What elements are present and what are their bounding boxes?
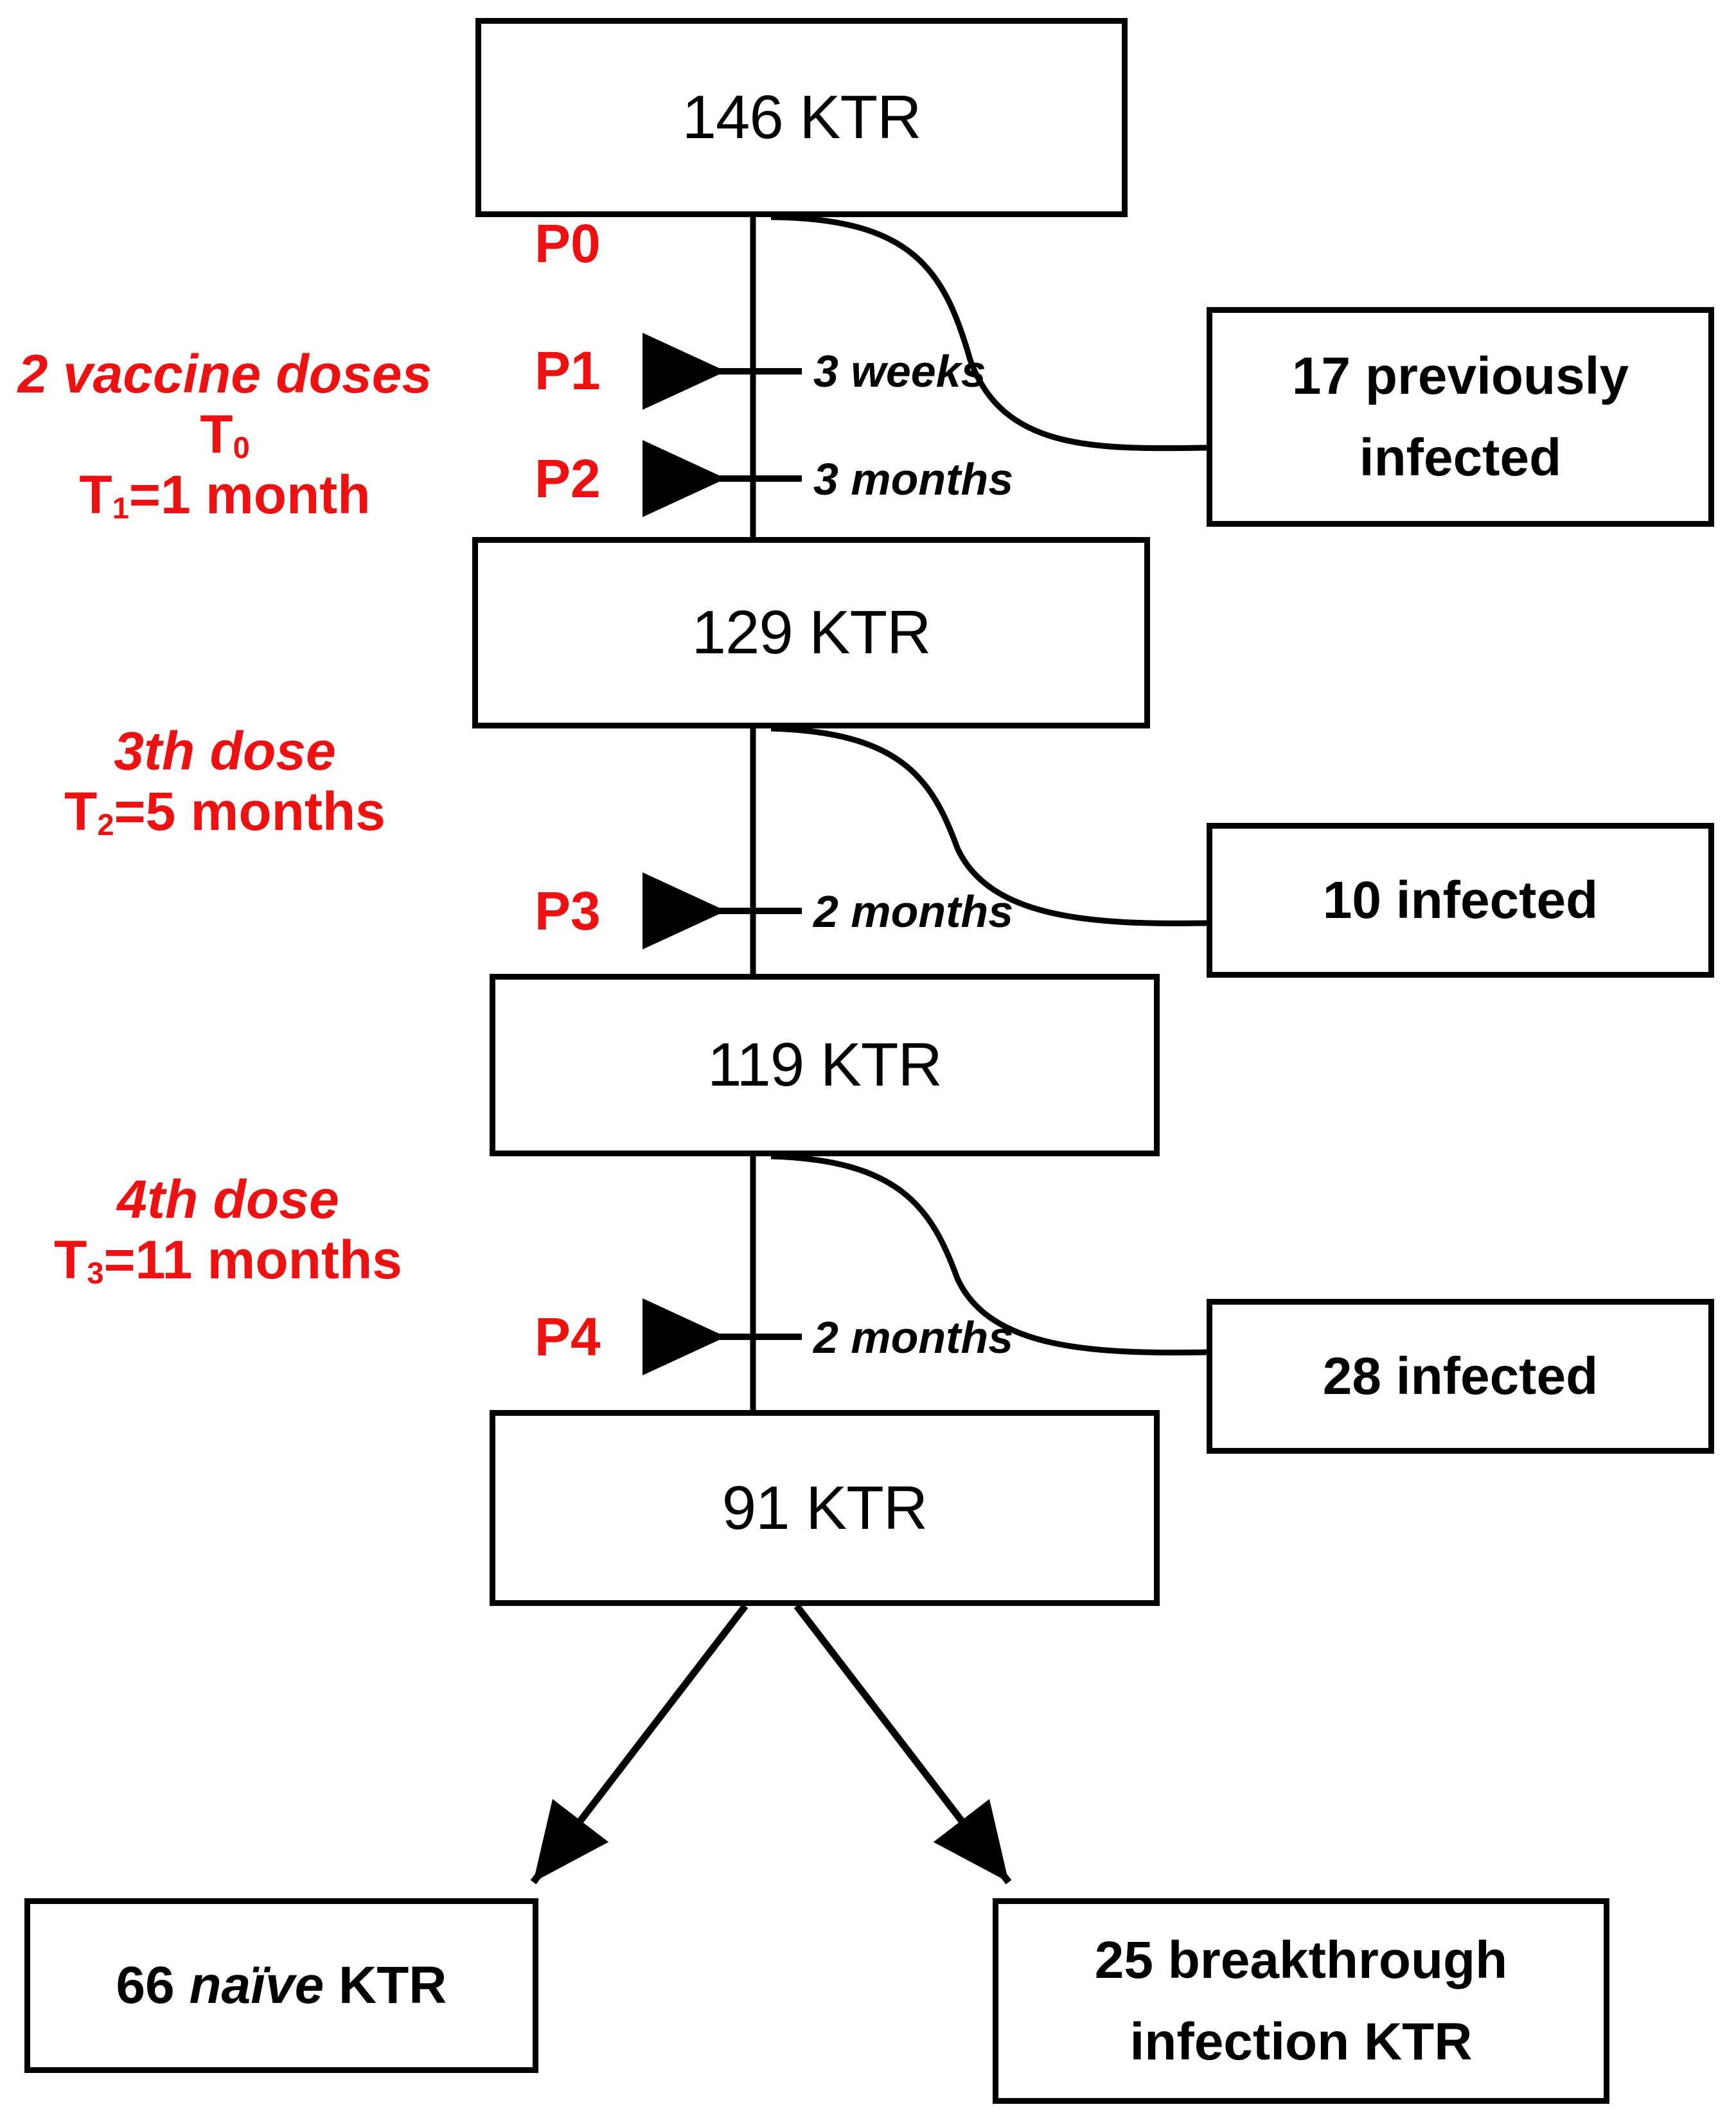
stage-label-dose-2: 3th dose	[114, 721, 336, 781]
fork-arrow-left	[530, 1603, 748, 1885]
node-119-ktr-label: 119 KTR	[707, 1030, 943, 1099]
stage-label-t3: T3=11 months	[54, 1230, 402, 1291]
stage-label-t2-sub: 2	[97, 807, 114, 842]
timepoint-p3-text: P3	[535, 881, 601, 941]
interval-2-months-p4-text: 2 months	[813, 1312, 1014, 1362]
node-119-ktr[interactable]: 119 KTR	[490, 974, 1160, 1156]
interval-label-3-weeks: 3 weeks	[813, 346, 986, 397]
fork-arrow-right	[793, 1603, 1012, 1885]
stage-label-dose-1: 2 vaccine doses	[17, 344, 432, 404]
timepoint-label-p0: P0	[535, 213, 644, 274]
stage-label-dose-3: 4th dose	[117, 1169, 339, 1230]
timepoint-p1-text: P1	[535, 340, 601, 401]
timepoint-p0-text: P0	[535, 213, 601, 274]
node-28-infected-label: 28 infected	[1322, 1346, 1599, 1406]
stage-label-t1: T1=1 month	[79, 464, 371, 525]
interval-2-months-p3-text: 2 months	[813, 886, 1014, 937]
stage-label-t0-sub: 0	[233, 430, 250, 464]
node-10-infected[interactable]: 10 infected	[1207, 823, 1714, 978]
node-91-ktr[interactable]: 91 KTR	[490, 1410, 1160, 1606]
stage-label-4th-dose: 4th dose T3=11 months	[6, 1169, 450, 1290]
stage-label-2-vaccine-doses: 2 vaccine doses T0 T1=1 month	[6, 344, 443, 525]
timepoint-label-p4: P4	[535, 1307, 644, 1367]
node-129-ktr[interactable]: 129 KTR	[472, 537, 1150, 728]
node-66-suffix: KTR	[324, 1956, 447, 2015]
node-17-line2: infected	[1359, 428, 1562, 487]
node-17-line1: 17 previously	[1291, 346, 1629, 405]
node-25-line1: 25 breakthrough	[1094, 1930, 1508, 1989]
curve-to-17-previously-infected	[770, 214, 1207, 452]
timepoint-p2-text: P2	[535, 448, 601, 509]
timepoint-label-p3: P3	[535, 881, 644, 941]
timepoint-p4-text: P4	[535, 1307, 601, 1367]
node-28-infected[interactable]: 28 infected	[1207, 1299, 1714, 1454]
interval-label-2-months-p3: 2 months	[813, 886, 1013, 937]
node-146-ktr[interactable]: 146 KTR	[475, 18, 1128, 217]
interval-label-3-months: 3 months	[813, 454, 1013, 505]
node-91-ktr-label: 91 KTR	[722, 1473, 928, 1542]
node-10-infected-label: 10 infected	[1322, 870, 1599, 930]
node-66-italic-word: naïve	[189, 1956, 324, 2015]
interval-3-weeks-text: 3 weeks	[813, 346, 986, 396]
node-25-line2: infection KTR	[1129, 2013, 1473, 2071]
node-25-breakthrough-label: 25 breakthrough infection KTR	[998, 1919, 1604, 2083]
timepoint-label-p1: P1	[535, 340, 644, 401]
node-66-naive-ktr-label: 66 naïve KTR	[30, 1944, 533, 2026]
timepoint-label-p2: P2	[535, 448, 644, 509]
node-146-ktr-label: 146 KTR	[682, 83, 922, 152]
stage-label-t0: T0	[200, 404, 250, 465]
curve-to-28-infected	[770, 1153, 1207, 1355]
node-17-previously-infected-label: 17 previously infected	[1212, 335, 1708, 498]
stage-label-t3-sub: 3	[87, 1255, 104, 1290]
node-66-naive-ktr[interactable]: 66 naïve KTR	[24, 1898, 538, 2073]
interval-label-2-months-p4: 2 months	[813, 1312, 1013, 1363]
stage-label-t2: T2=5 months	[64, 781, 385, 842]
stage-label-t1-sub: 1	[112, 490, 129, 525]
node-66-prefix: 66	[116, 1956, 190, 2015]
stage-label-3th-dose: 3th dose T2=5 months	[6, 721, 443, 842]
node-17-previously-infected[interactable]: 17 previously infected	[1207, 307, 1714, 527]
node-129-ktr-label: 129 KTR	[691, 598, 932, 667]
interval-3-months-text: 3 months	[813, 454, 1014, 504]
curve-to-10-infected	[770, 725, 1207, 926]
node-25-breakthrough-infection-ktr[interactable]: 25 breakthrough infection KTR	[993, 1898, 1609, 2104]
